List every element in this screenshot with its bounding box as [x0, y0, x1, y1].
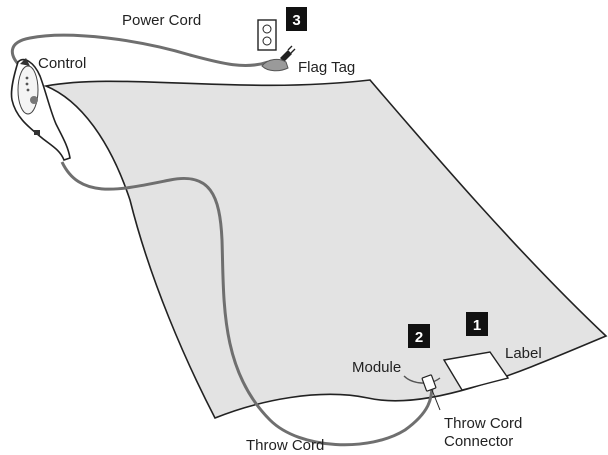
- module-label: Module: [352, 359, 401, 376]
- label-patch: [442, 351, 510, 391]
- throw-cord: [60, 161, 434, 447]
- step-badge-1: 1: [466, 312, 488, 336]
- flag-tag-label: Flag Tag: [298, 59, 355, 76]
- control-label: Control: [38, 55, 86, 72]
- throw-cord-connector-label-line1: Throw Cord: [444, 415, 522, 432]
- throw-cord-connector-label-line2: Connector: [444, 433, 513, 450]
- throw-blanket: [43, 79, 608, 420]
- step-badge-1-number: 1: [473, 317, 481, 334]
- flag-tag-shape: [261, 58, 289, 72]
- power-cord-label: Power Cord: [122, 12, 201, 29]
- throw-cord-connector-icon: [421, 374, 441, 411]
- throw-cord-label: Throw Cord: [246, 437, 324, 454]
- module-shape: [403, 375, 441, 384]
- power-cord: [11, 33, 269, 70]
- plug-icon: [280, 45, 296, 62]
- step-badge-3-number: 3: [292, 12, 300, 29]
- step-badge-3: 3: [286, 7, 307, 31]
- step-badge-2: 2: [408, 324, 430, 348]
- step-badge-2-number: 2: [415, 329, 423, 346]
- wall-outlet-icon: [257, 19, 277, 51]
- hand-control-icon: [10, 58, 71, 161]
- label-label: Label: [505, 345, 542, 362]
